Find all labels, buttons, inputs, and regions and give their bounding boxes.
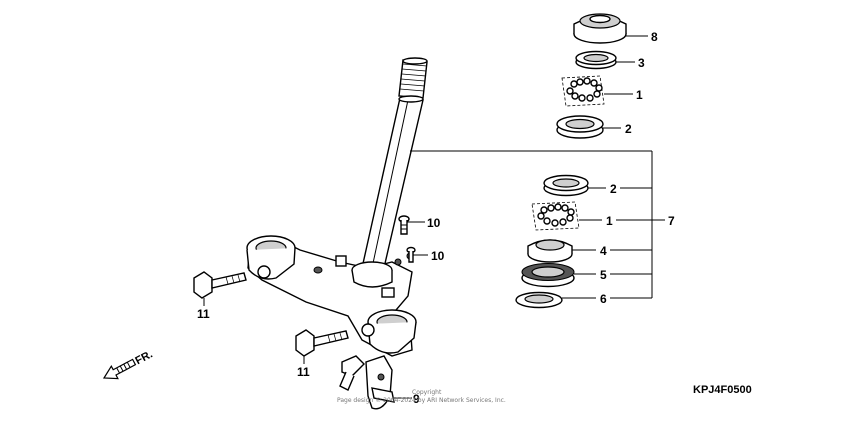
bolt-11-right [295,329,349,357]
front-arrow: FR. [102,348,155,380]
part-1-ball-set-mid [531,201,580,231]
callout-6: 6 [600,292,607,306]
part-5-dust-seal [521,263,575,288]
diagram-code: KPJ4F0500 [693,384,752,396]
part-6-washer [515,291,563,309]
callout-1-mid: 1 [606,214,613,228]
callout-2-top: 2 [625,122,632,136]
part-1-ball-set-top [561,75,605,107]
part-8-lock-nut [573,13,627,44]
callout-2-mid: 2 [610,182,617,196]
callout-10-upper: 10 [427,216,441,230]
callout-11-right: 11 [297,365,310,379]
clamp-9 [339,355,395,410]
callout-numbers: 8 3 1 2 2 1 7 4 5 6 10 10 11 11 9 [197,30,675,406]
copyright-line-1: Copyright [412,389,442,396]
callout-5: 5 [600,268,607,282]
screw-10-lower [406,246,416,263]
front-label: FR. [133,348,154,367]
screw-10-upper [398,215,410,235]
callout-11-left: 11 [197,307,210,321]
bottom-bridge [246,235,417,357]
part-2-ball-race-mid [543,174,589,197]
callout-10-lower: 10 [431,249,445,263]
callout-8: 8 [651,30,658,44]
callout-3: 3 [638,56,645,70]
leader-lines [203,35,665,399]
part-4-bearing-race-lower [527,239,573,263]
callout-1-top: 1 [636,88,643,102]
copyright-line-2: Page design © 2004-2024 by ARI Network S… [337,397,506,404]
callout-4: 4 [600,244,607,258]
callout-7: 7 [668,214,675,228]
part-3-bearing-race-top [575,50,617,70]
part-2-ball-race-top [556,115,604,139]
bolt-11-left [193,271,247,299]
callout-9: 9 [413,392,420,406]
steering-stem-shaft [361,57,428,273]
